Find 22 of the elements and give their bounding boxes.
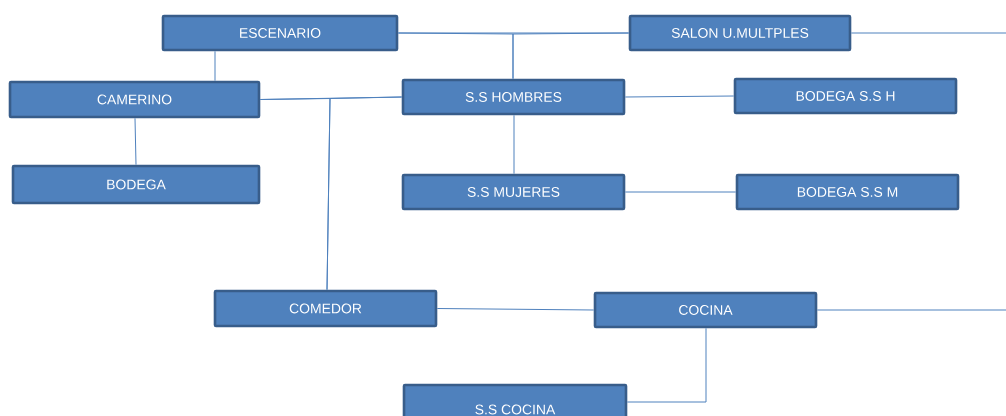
connector-line [214, 50, 216, 82]
connector-line [326, 96, 403, 291]
room-box: BODEGA S.S H [733, 77, 958, 115]
room-box: S.S HOMBRES [401, 78, 626, 116]
connector-line [624, 95, 735, 98]
room-box: COCINA [593, 291, 818, 329]
connector-line [134, 117, 137, 166]
connector-line [816, 309, 1006, 311]
room-box: S.S COCINA [402, 383, 628, 416]
connector-line [624, 191, 737, 193]
room-box: CAMERINO [8, 80, 261, 119]
room-box: BODEGA [11, 164, 261, 205]
connector-line [626, 327, 707, 403]
connector-line [512, 32, 630, 80]
room-box: SALON U.MULTPLES [628, 14, 852, 52]
room-box: S.S MUJERES [401, 173, 626, 211]
room-box: BODEGA S.S M [735, 173, 960, 211]
connector-line [850, 32, 1006, 34]
connector-line [436, 308, 595, 311]
room-box: ESCENARIO [161, 14, 399, 52]
connector-line [513, 114, 515, 175]
room-box: COMEDOR [213, 289, 438, 328]
